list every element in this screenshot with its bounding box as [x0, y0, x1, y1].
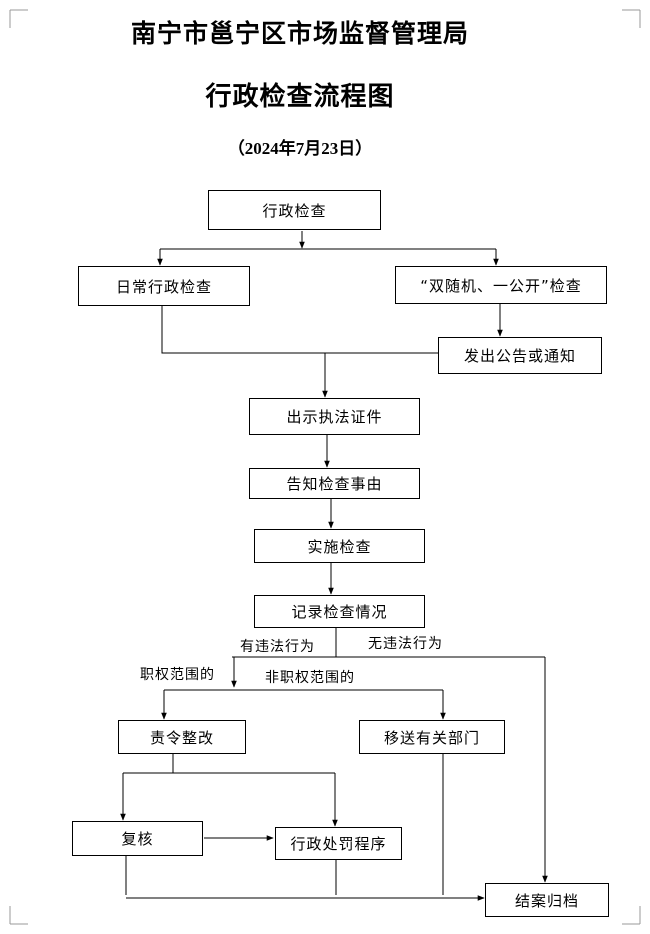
node-daily-inspection: 日常行政检查: [78, 266, 250, 306]
node-admin-inspection: 行政检查: [208, 190, 381, 230]
node-transfer: 移送有关部门: [359, 720, 505, 754]
node-rectify: 责令整改: [118, 720, 246, 754]
document-title: 南宁市邕宁区市场监督管理局: [130, 19, 469, 48]
chart-title: 行政检查流程图: [205, 82, 395, 112]
node-inform-reason: 告知检查事由: [249, 468, 420, 499]
node-penalty: 行政处罚程序: [275, 827, 402, 860]
daily-down-line: [161, 306, 438, 354]
label-out-scope: 非职权范围的: [265, 670, 355, 686]
label-no-violation: 无违法行为: [368, 636, 443, 652]
label-in-scope: 职权范围的: [140, 667, 215, 683]
node-notice: 发出公告或通知: [438, 337, 602, 374]
node-close-case: 结案归档: [485, 883, 609, 917]
node-review: 复核: [72, 821, 203, 856]
date-line: （2024年7月23日）: [227, 139, 373, 158]
node-double-random: “双随机、一公开”检查: [395, 266, 607, 304]
node-show-certificate: 出示执法证件: [249, 398, 420, 435]
node-record: 记录检查情况: [254, 595, 425, 628]
label-violation: 有违法行为: [240, 639, 315, 655]
node-conduct-inspection: 实施检查: [254, 529, 425, 563]
